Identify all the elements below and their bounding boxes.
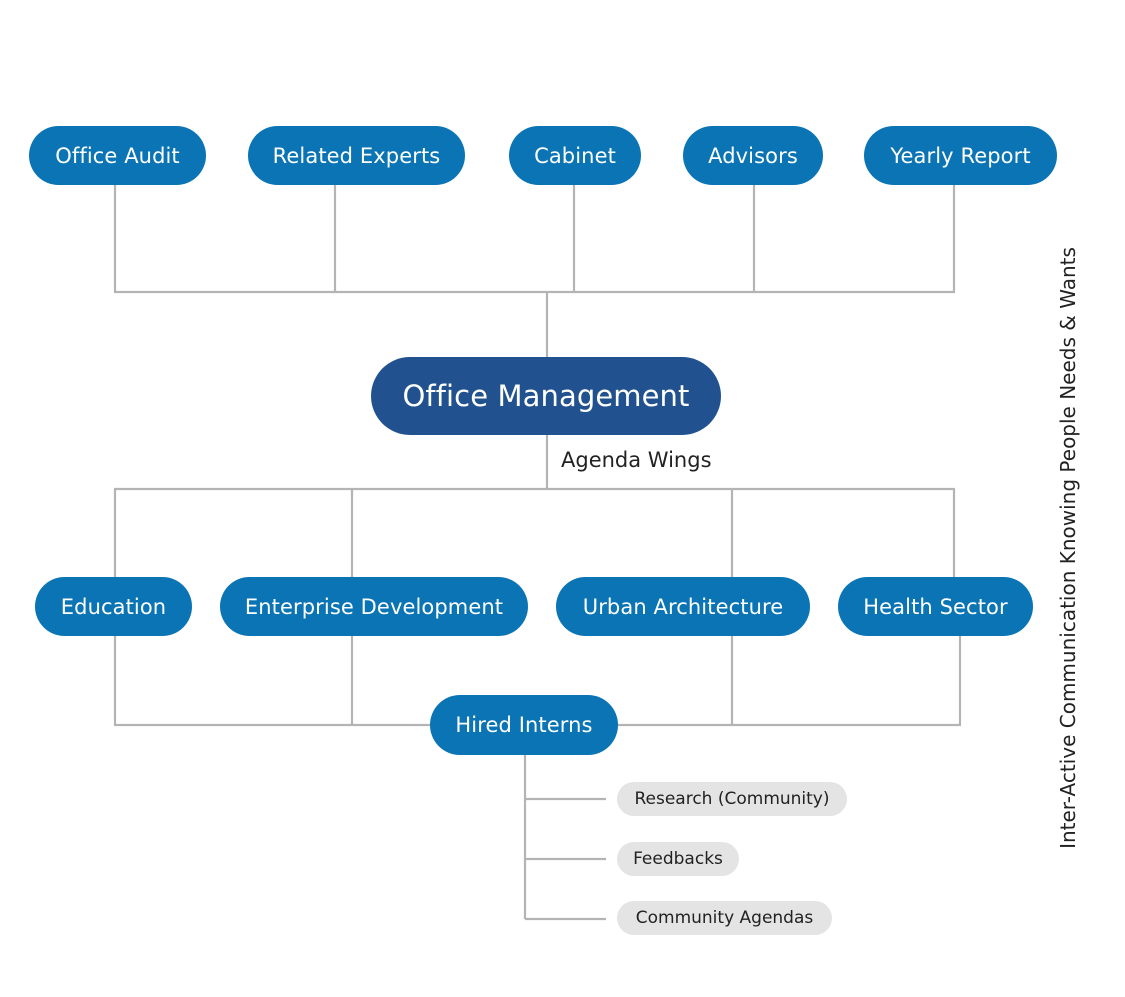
node-office-audit: Office Audit [29,126,206,185]
node-office-management: Office Management [371,357,721,435]
node-health-sector: Health Sector [838,577,1033,636]
agenda-wings-label: Agenda Wings [561,448,712,472]
node-cabinet: Cabinet [509,126,641,185]
tag-feedbacks: Feedbacks [617,842,739,876]
tag-community-agendas: Community Agendas [617,901,832,935]
node-yearly-report: Yearly Report [864,126,1057,185]
node-hired-interns: Hired Interns [430,695,618,755]
node-related-experts: Related Experts [248,126,465,185]
node-advisors: Advisors [683,126,823,185]
tag-research-community: Research (Community) [617,782,847,816]
node-urban-architecture: Urban Architecture [556,577,810,636]
node-education: Education [35,577,192,636]
node-enterprise-development: Enterprise Development [220,577,528,636]
side-note: Inter-Active Communication Knowing Peopl… [1056,247,1080,849]
